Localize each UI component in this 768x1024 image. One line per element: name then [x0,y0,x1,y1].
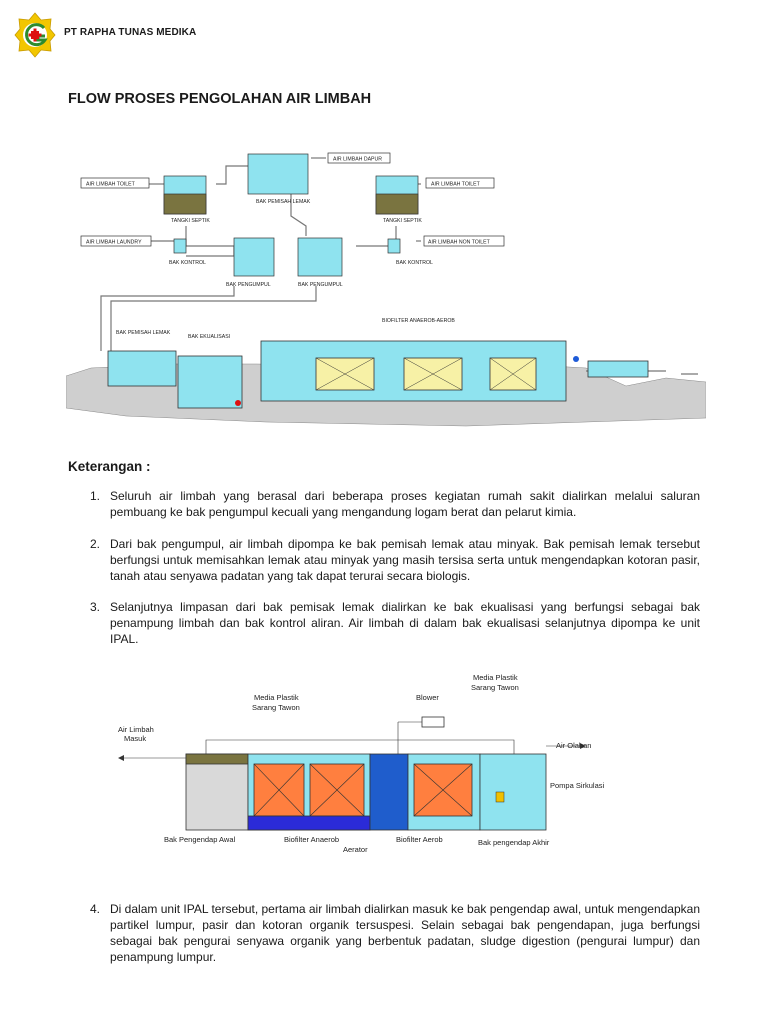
list-text: Selanjutnya limpasan dari bak pemisak le… [110,600,700,646]
label-bak-pemisah-lemak: BAK PEMISAH LEMAK [256,199,311,205]
label-media-plastik-right-2: Sarang Tawon [471,683,519,692]
label-media-plastik-right-1: Media Plastik [473,673,518,682]
bak-pengendap-akhir [479,753,547,831]
label-air-olahan: Air Olahan [556,741,591,750]
label-biofilter-aerob: Biofilter Aerob [396,835,443,844]
company-name: PT RAPHA TUNAS MEDIKA [64,27,197,38]
bak-kontrol-right [387,238,401,254]
flow-process-diagram: AIR LIMBAH TOILET AIR LIMBAH LAUNDRY AIR… [66,152,706,427]
list-item: 2. Dari bak pengumpul, air limbah dipomp… [90,536,700,584]
pompa-sirkulasi [495,791,505,803]
label-toilet-left: AIR LIMBAH TOILET [86,182,136,188]
label-bak-ekualisasi: BAK EKUALISASI [188,334,230,340]
label-box-toilet-left [80,177,150,189]
label-media-plastik-left-2: Sarang Tawon [252,703,300,712]
label-bak-pengumpul-right: BAK PENGUMPUL [298,282,343,288]
label-bak-kontrol-right: BAK KONTROL [396,260,433,266]
label-air-limbah-2: Masuk [124,734,146,743]
label-air-limbah-1: Air Limbah [118,725,154,734]
label-biofilter-anaerob: Biofilter Anaerob [284,835,339,844]
label-bak-pengumpul-left: BAK PENGUMPUL [226,282,271,288]
pump-icon [573,356,579,362]
ipal-unit-diagram: Air Limbah Masuk Media Plastik Sarang Ta… [118,673,605,853]
aerator-column [369,753,409,831]
label-toilet-right: AIR LIMBAH TOILET [431,182,481,188]
label-blower: Blower [416,693,439,702]
outlet-basin [587,360,649,378]
label-tangki-septik-left: TANGKI SEPTIK [171,218,210,224]
label-biofilter: BIOFILTER ANAEROB-AEROB [382,318,455,324]
label-bak-pengendap-akhir: Bak pengendap Akhir [478,838,550,847]
keterangan-heading: Keterangan : [68,459,151,474]
list-text: Seluruh air limbah yang berasal dari beb… [110,489,700,519]
blower-unit [421,716,445,728]
bak-pengumpul-left [233,237,275,277]
bak-kontrol-left [173,238,187,254]
label-non-toilet: AIR LIMBAH NON TOILET [428,240,491,246]
label-box-toilet-right [425,177,495,189]
page-title: FLOW PROSES PENGOLAHAN AIR LIMBAH [68,91,372,107]
label-bak-pengendap-awal: Bak Pengendap Awal [164,835,236,844]
list-text: Dari bak pengumpul, air limbah dipompa k… [110,537,700,583]
label-box-laundry [80,235,152,247]
bak-ekualisasi [177,355,243,409]
list-item: 4. Di dalam unit IPAL tersebut, pertama … [90,901,700,965]
list-item: 1. Seluruh air limbah yang berasal dari … [90,488,700,520]
list-number: 1. [90,489,101,503]
label-tangki-septik-right: TANGKI SEPTIK [383,218,422,224]
company-logo [14,12,56,58]
label-aerator: Aerator [343,845,368,853]
label-media-plastik-left-1: Media Plastik [254,693,299,702]
bak-pengumpul-right [297,237,343,277]
label-pompa-sirkulasi: Pompa Sirkulasi [550,781,605,790]
list-text: Di dalam unit IPAL tersebut, pertama air… [110,902,700,964]
label-box-dapur [327,152,391,164]
label-bak-kontrol-left: BAK KONTROL [169,260,206,266]
bak-pemisah-lemak-bottom [107,350,177,387]
list-number: 3. [90,600,101,614]
label-bak-pemisah-lemak-bottom: BAK PEMISAH LEMAK [116,330,171,336]
label-box-non-toilet [423,235,505,247]
list-number: 2. [90,537,101,551]
list-number: 4. [90,902,101,916]
list-item: 3. Selanjutnya limpasan dari bak pemisak… [90,599,700,647]
bak-pemisah-lemak-top [247,153,309,195]
label-dapur: AIR LIMBAH DAPUR [333,157,382,163]
label-laundry: AIR LIMBAH LAUNDRY [86,240,142,246]
bak-pengendap-awal [185,753,249,831]
